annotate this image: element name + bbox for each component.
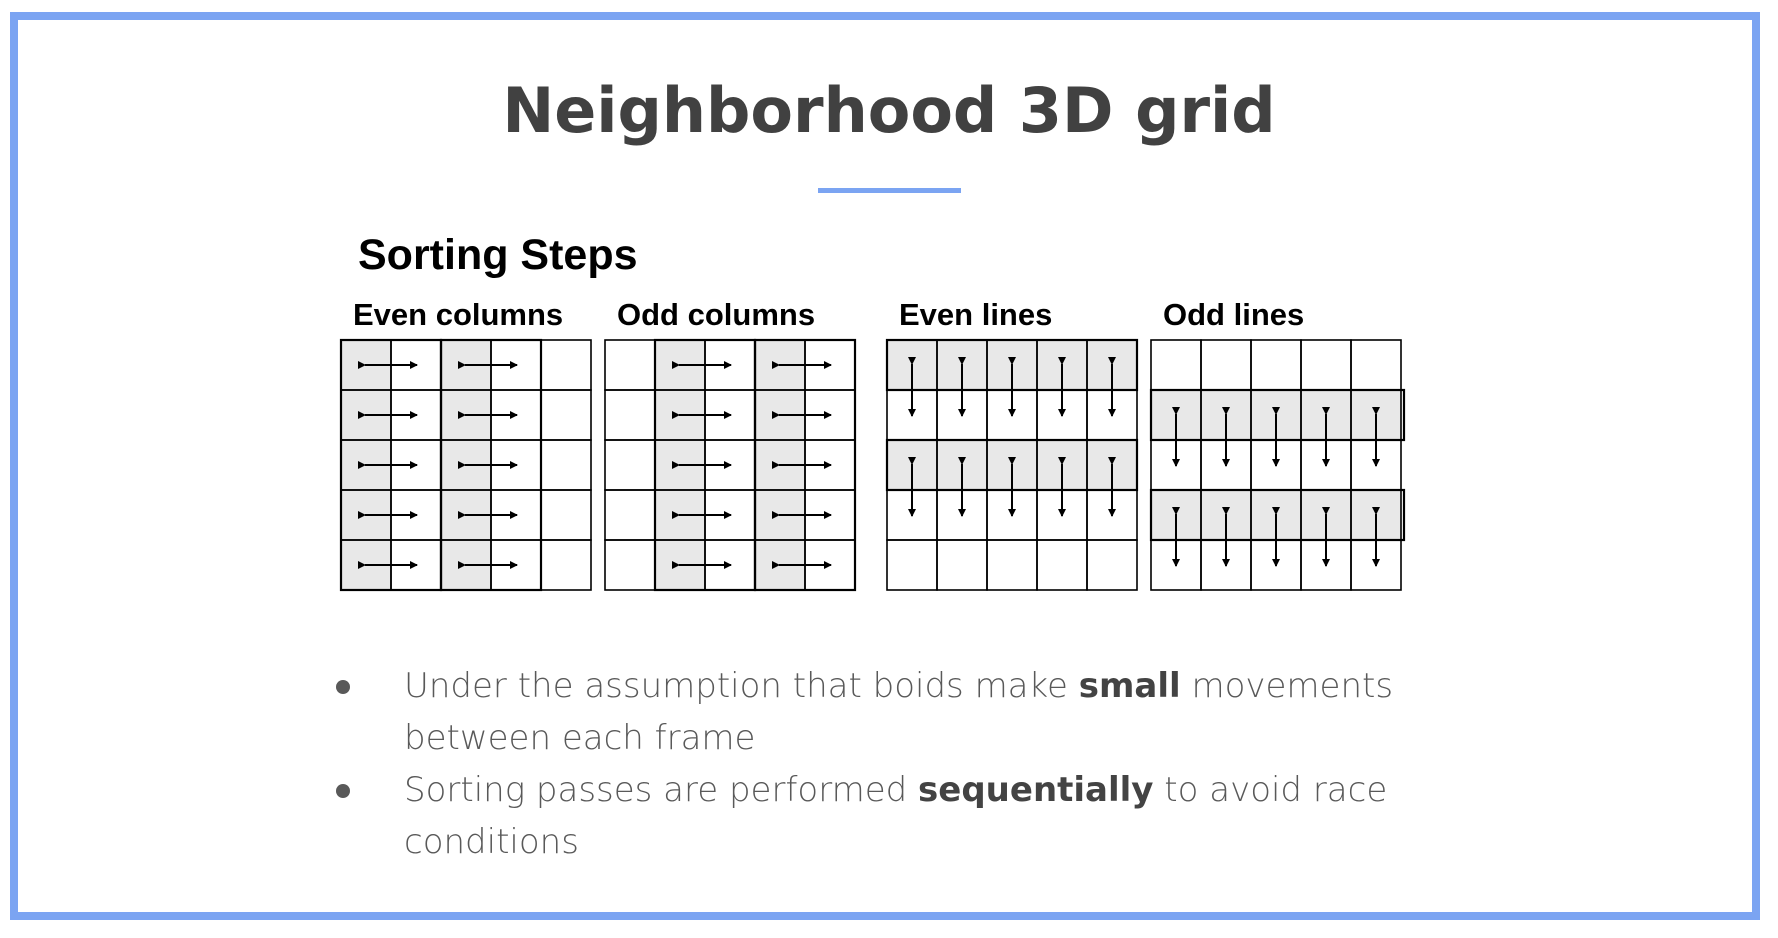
slide-title: Neighborhood 3D grid: [502, 74, 1276, 147]
diagram-heading: Sorting Steps: [358, 231, 638, 279]
grid-cell: [936, 539, 988, 591]
bullet-list: Under the assumption that boids make sma…: [330, 660, 1430, 868]
grid-cell: [540, 539, 592, 591]
grid-cell: [1036, 539, 1088, 591]
bullet-dot: [336, 680, 350, 694]
grid-cell: [1250, 339, 1302, 391]
bullet-text-1-after: movements between each frame: [404, 666, 1394, 758]
bullet-text-1-bold: small: [1078, 666, 1181, 706]
grid-cell: [1086, 539, 1138, 591]
grid-cell: [540, 439, 592, 491]
bullet-text-1-before: Under the assumption that boids make: [404, 666, 1079, 706]
grid-cell: [604, 489, 656, 541]
grid-cell: [604, 439, 656, 491]
bullet-item-1: Under the assumption that boids make sma…: [330, 660, 1430, 764]
grid-cell: [1150, 339, 1202, 391]
grid-cell: [1350, 339, 1402, 391]
panel-label-4: Odd lines: [1163, 297, 1304, 332]
slide-frame: [10, 12, 1760, 920]
grid-cell: [540, 389, 592, 441]
grid-cell: [540, 339, 592, 391]
grid-cell: [604, 339, 656, 391]
bullet-item-2: Sorting passes are performed sequentiall…: [330, 764, 1430, 868]
panel-label-2: Odd columns: [617, 297, 815, 332]
grid-cell: [604, 389, 656, 441]
pair-outline: [439, 338, 543, 592]
grid-cell: [986, 539, 1038, 591]
panel-label-1: Even columns: [353, 297, 563, 332]
bullet-text-2-before: Sorting passes are performed: [404, 770, 919, 810]
grid-cell: [1300, 339, 1352, 391]
bullet-text-2-after: to avoid race conditions: [404, 770, 1388, 862]
bullet-text-2-bold: sequentially: [918, 770, 1154, 810]
grid-cell: [540, 489, 592, 541]
grid-cell: [1200, 339, 1252, 391]
pair-outline: [753, 338, 857, 592]
title-underline: [818, 188, 961, 193]
grid-cell: [604, 539, 656, 591]
bullet-dot: [336, 784, 350, 798]
grid-cell: [886, 539, 938, 591]
panel-label-3: Even lines: [899, 297, 1052, 332]
